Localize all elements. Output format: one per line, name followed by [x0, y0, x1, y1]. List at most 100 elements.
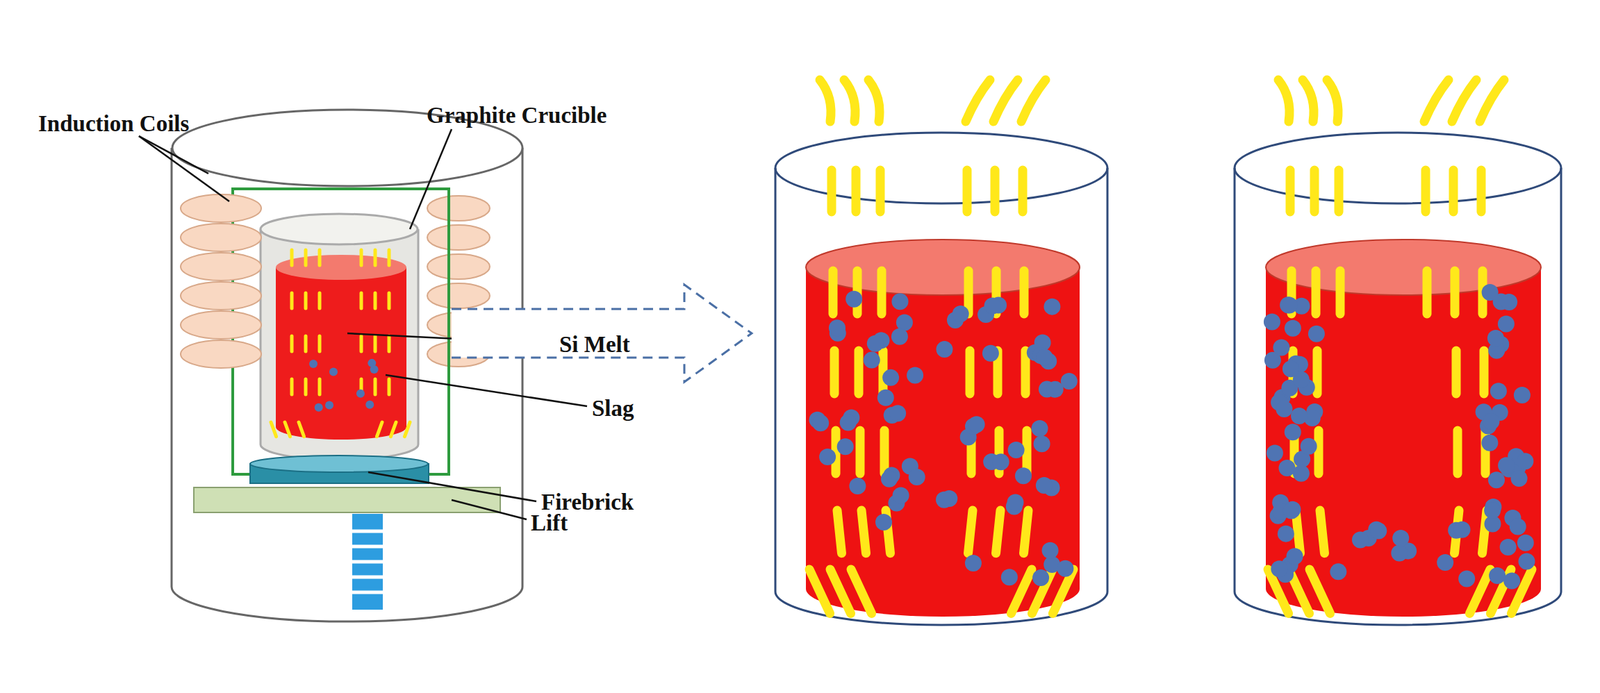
slag-particle [839, 414, 857, 432]
slag-particle [1266, 444, 1284, 462]
heat-flux-mark [819, 79, 831, 122]
graphite-crucible [260, 213, 419, 460]
heat-flux-mark [877, 270, 887, 315]
slag-particle [935, 491, 953, 509]
slag-particle [908, 468, 926, 486]
slag-particle [1487, 330, 1505, 347]
zoom-arrow [451, 284, 752, 383]
slag-particle [891, 328, 909, 346]
slag-particle [314, 403, 324, 412]
slag-particle [1517, 534, 1534, 552]
slag-particle [1284, 320, 1302, 337]
coil-turn [180, 252, 262, 281]
heat-flux-mark [1479, 350, 1489, 394]
slag-particle [1513, 386, 1531, 404]
slag-particle [1490, 382, 1507, 400]
heat-flux-mark [1449, 170, 1459, 212]
slag-particle [1497, 457, 1515, 474]
slag-particle [1500, 293, 1518, 311]
heat-flux-mark [830, 569, 852, 614]
heat-flux-mark [387, 293, 392, 309]
coil-turn [427, 254, 490, 280]
zoom-crucible [1234, 132, 1562, 626]
slag-particle [1006, 494, 1024, 512]
slag-particle [882, 369, 900, 387]
heat-flux-mark [837, 510, 842, 554]
slag-particle [1015, 467, 1032, 485]
heat-flux-mark [830, 350, 840, 394]
heat-flux-mark [1422, 270, 1432, 315]
slag-particle [982, 345, 1000, 362]
slag-particle [1390, 544, 1408, 562]
slag-particle [309, 359, 318, 369]
heat-flux-mark [298, 422, 305, 437]
slag-particle [370, 365, 379, 374]
heat-flux-mark [290, 293, 294, 309]
slag-particle [968, 416, 986, 433]
heat-flux-mark [844, 79, 856, 122]
heat-flux-mark [373, 379, 378, 395]
heat-flux-mark [851, 170, 861, 212]
induction-coils [180, 194, 262, 369]
slag-particle [1518, 553, 1535, 571]
heat-flux-mark [390, 422, 397, 437]
coil-turn [427, 283, 490, 309]
slag-particle [1277, 525, 1295, 543]
slag-particle [828, 319, 846, 337]
slag-particle [891, 293, 909, 310]
heat-flux-mark [1450, 270, 1460, 315]
slag-particle [329, 368, 338, 377]
slag-particle [325, 400, 334, 410]
heat-flux-mark [828, 270, 838, 315]
heat-flux-mark [318, 336, 322, 352]
heat-flux-mark [1477, 170, 1487, 212]
slag-particle [1516, 452, 1534, 470]
heat-flux-mark [1334, 170, 1344, 212]
slag-particle [1043, 298, 1061, 316]
heat-flux-mark [270, 422, 277, 437]
slag-particle [1284, 423, 1302, 441]
slag-particle [906, 366, 924, 384]
slag-particle [1370, 523, 1387, 540]
heat-flux-mark [1309, 569, 1331, 614]
coil-turn [427, 225, 490, 251]
slag-particle [1482, 413, 1500, 431]
heat-flux-mark [962, 170, 972, 212]
heat-flux-mark [387, 336, 392, 352]
slag-particle [1497, 315, 1515, 333]
coil-turn [180, 223, 262, 252]
slag-particle [1292, 465, 1310, 483]
heat-flux-mark [290, 336, 294, 352]
heat-flux-mark [318, 379, 322, 395]
slag-particle [1483, 502, 1501, 519]
slag-particle [992, 453, 1010, 471]
slag-particle [984, 297, 1002, 315]
slag-particle [880, 471, 898, 488]
heat-flux-mark [993, 79, 1018, 122]
heat-flux-mark [855, 430, 865, 474]
heat-flux-mark [827, 170, 837, 212]
slag-particle [1453, 521, 1471, 539]
part-label: Induction Coils [38, 111, 189, 137]
slag-particle [1329, 563, 1347, 581]
slag-particle [1272, 339, 1290, 356]
heat-flux-mark [359, 250, 364, 266]
heat-flux-mark [1314, 430, 1324, 474]
slag-particle [877, 389, 895, 407]
heat-flux-mark [1285, 170, 1296, 212]
heat-flux-mark [1302, 79, 1314, 122]
heat-flux-mark [1453, 430, 1463, 474]
slag-particle [952, 305, 970, 323]
heat-flux-mark [318, 293, 322, 309]
heat-flux-mark [387, 250, 392, 266]
heat-flux-mark [1482, 510, 1487, 554]
heat-flux-mark [304, 336, 308, 352]
part-label: Graphite Crucible [426, 102, 607, 128]
heat-flux-mark [1452, 350, 1462, 394]
heat-flux-mark [965, 79, 991, 122]
slag-particle [1031, 420, 1049, 437]
slag-particle [889, 405, 906, 422]
part-label: Si Melt [559, 332, 631, 358]
heat-flux-mark [851, 569, 872, 614]
heat-flux-mark [1424, 79, 1449, 122]
